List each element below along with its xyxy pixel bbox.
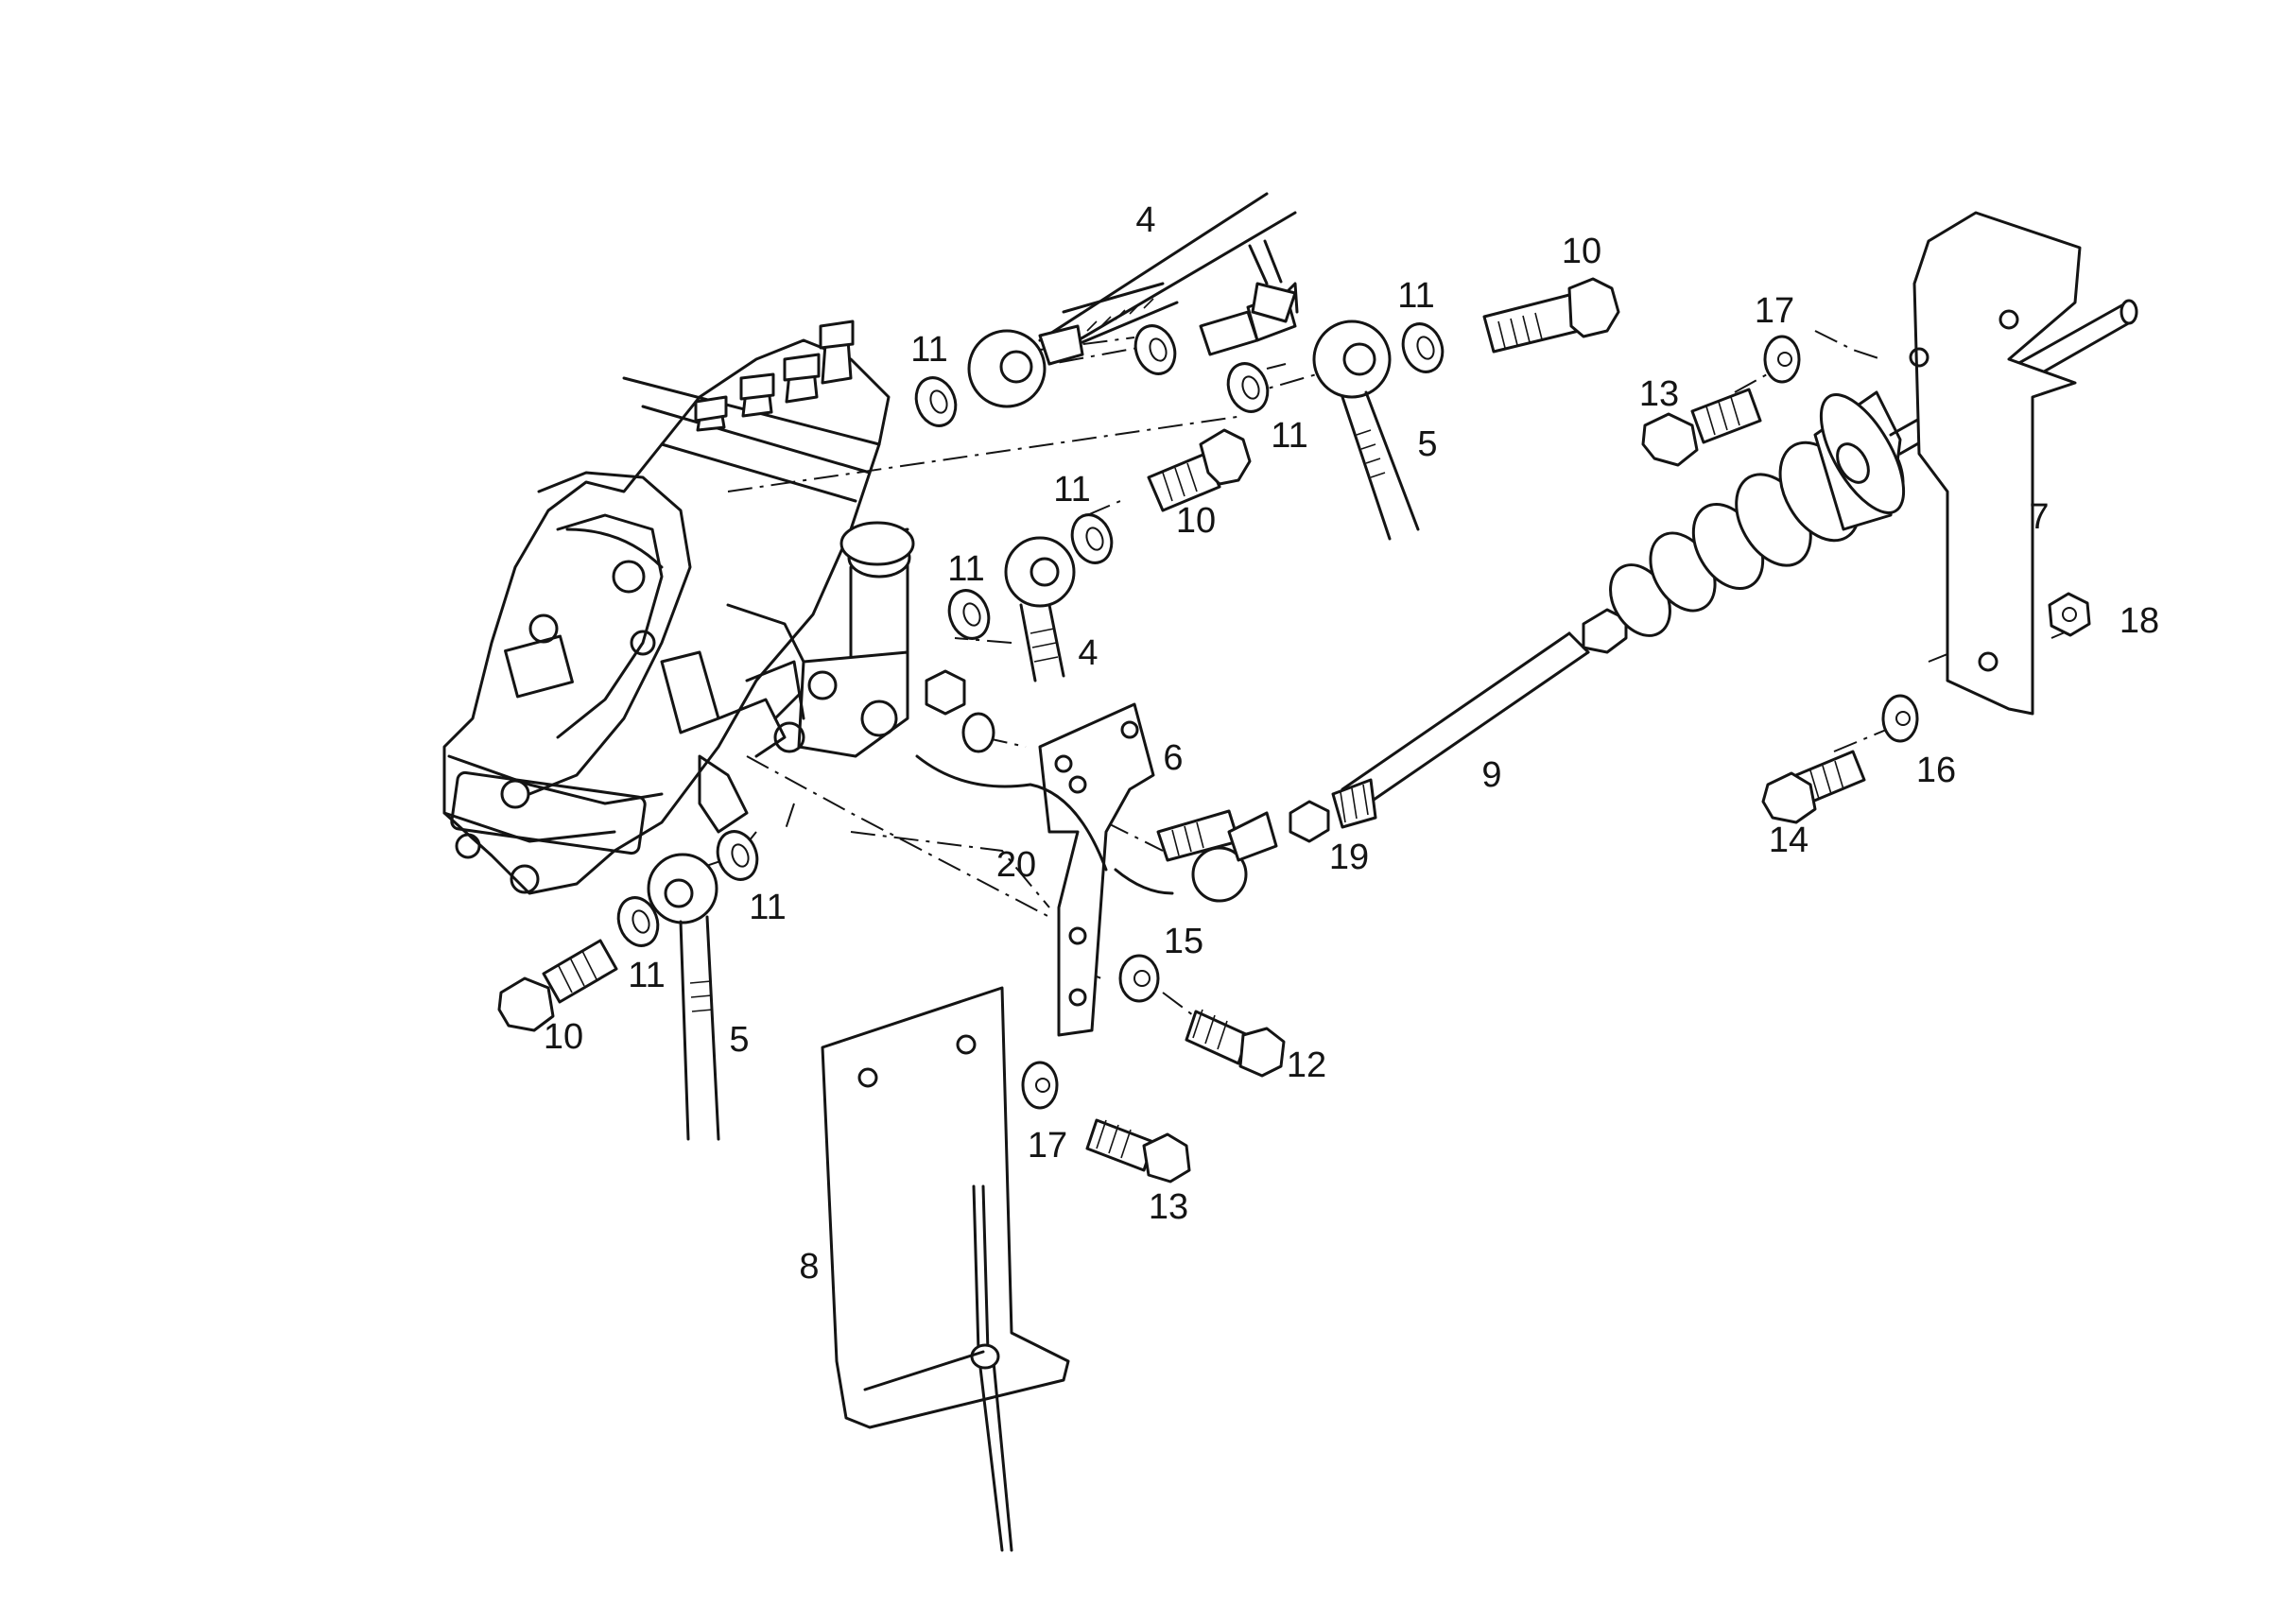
part-18-nut xyxy=(2048,592,2091,637)
callout-7: 7 xyxy=(2029,497,2050,537)
part-16-washer xyxy=(1881,694,1919,743)
callout-11: 11 xyxy=(1271,416,1308,456)
callout-11: 11 xyxy=(1397,276,1435,316)
part-12-bolt xyxy=(1185,1009,1286,1078)
callout-11: 11 xyxy=(1053,470,1091,510)
callout-8: 8 xyxy=(799,1247,820,1287)
part-10-banjo-bolt-top xyxy=(1482,277,1620,354)
part-10-banjo-bolt-bottom xyxy=(497,939,618,1032)
callout-15: 15 xyxy=(1163,922,1204,961)
callout-10: 10 xyxy=(1175,501,1217,541)
callout-10: 10 xyxy=(1561,232,1602,271)
callout-17: 17 xyxy=(1027,1126,1068,1166)
part-7-bracket xyxy=(1909,211,2082,716)
callout-13: 13 xyxy=(1148,1187,1189,1227)
callout-13: 13 xyxy=(1638,374,1680,414)
callout-16: 16 xyxy=(1915,751,1957,790)
part-20-link-line xyxy=(850,831,1050,908)
part-15-washer xyxy=(1118,954,1160,1003)
callout-14: 14 xyxy=(1768,821,1809,860)
fitting-top xyxy=(1199,239,1299,356)
callout-11: 11 xyxy=(749,888,787,927)
callout-17: 17 xyxy=(1754,291,1795,331)
callout-19: 19 xyxy=(1328,838,1370,877)
part-10-banjo-bolt-mid xyxy=(1147,428,1252,512)
callout-5: 5 xyxy=(1417,424,1438,464)
part-4-fuel-line-top xyxy=(967,192,1297,408)
washers-11 xyxy=(616,322,1445,947)
callout-4: 4 xyxy=(1078,633,1099,673)
part-17-washer-top xyxy=(1763,335,1801,384)
part-13-bolt-top xyxy=(1641,388,1762,467)
callout-12: 12 xyxy=(1286,1045,1327,1085)
part-9-rod xyxy=(1331,631,1590,829)
callout-11: 11 xyxy=(947,549,985,589)
callout-20: 20 xyxy=(995,845,1037,885)
callout-11: 11 xyxy=(910,330,948,370)
part-5-banjo-line-top xyxy=(1312,320,1420,541)
callout-4: 4 xyxy=(1135,200,1156,240)
callout-5: 5 xyxy=(729,1020,750,1060)
callout-10: 10 xyxy=(543,1017,584,1057)
callout-6: 6 xyxy=(1163,738,1184,778)
injection-pump-body xyxy=(442,320,915,895)
part-4-fuel-line-mid xyxy=(1004,536,1076,682)
part-6-bracket xyxy=(915,702,1174,1037)
callout-11: 11 xyxy=(628,956,666,995)
nut-washer-pair xyxy=(925,669,995,753)
callout-18: 18 xyxy=(2119,601,2160,641)
part-13-bolt-bottom xyxy=(1085,1118,1191,1183)
part-19-ball-joint xyxy=(1156,800,1330,903)
part-8-bracket xyxy=(821,986,1070,1552)
bellows-boot xyxy=(1582,299,2138,654)
part-17-washer-bottom xyxy=(1021,1061,1059,1110)
callout-9: 9 xyxy=(1481,755,1502,795)
part-5-banjo-line-bottom xyxy=(647,853,720,1141)
part-14-bolt xyxy=(1761,750,1866,824)
